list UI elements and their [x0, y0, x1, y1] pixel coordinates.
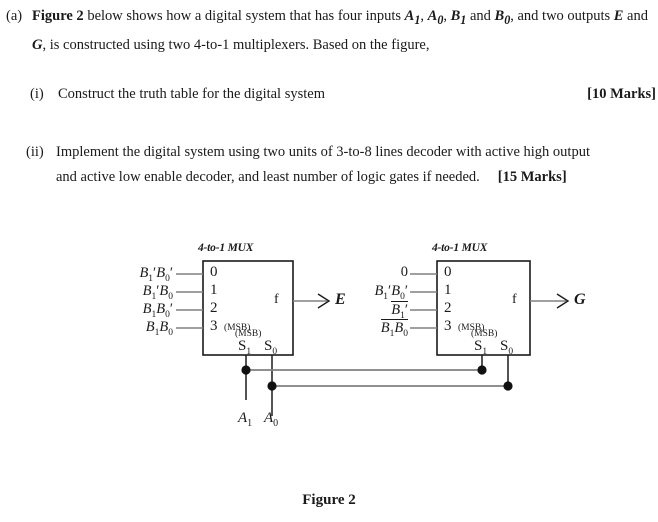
part-ii-body: Implement the digital system using two u… — [56, 140, 656, 190]
select-a1-sub: 1 — [247, 418, 253, 429]
expr-l2: B1B0′ — [142, 301, 173, 320]
figure-caption: Figure 2 — [302, 492, 356, 508]
circuit-svg — [176, 260, 570, 416]
expr-l1: B1′B0 — [142, 283, 173, 302]
mux-left-output-f: f — [274, 292, 279, 307]
mux-left-input-expr-2: B1B0′ — [95, 301, 173, 320]
mux-right-s0-letter: S — [500, 338, 509, 354]
figure-2-diagram: 4-to-1 MUX 0 1 2 3 (MSB) (MSB) S1 S0 f E… — [0, 228, 658, 458]
mux-left-select-s0: S0 — [264, 338, 277, 357]
mux-left-port-1: 1 — [210, 282, 218, 298]
arrow-head-g-icon — [556, 293, 570, 309]
part-a-text-2: , and two outputs — [510, 8, 614, 24]
part-ii-line-1: Implement the digital system using two u… — [56, 144, 590, 160]
mux-right-input-expr-1: B1′B0′ — [330, 283, 408, 302]
arrow-head-e-icon — [317, 293, 331, 309]
mux-right-port-2: 2 — [444, 300, 452, 316]
mux-left-port-2: 2 — [210, 300, 218, 316]
mux-right-port-0: 0 — [444, 264, 452, 280]
mux-left-select-s1: S1 — [238, 338, 251, 357]
mux-left-port-0: 0 — [210, 264, 218, 280]
mux-right-s1-sub: 1 — [482, 347, 488, 357]
mux-right-port3-msb-note: (MSB) — [458, 323, 485, 333]
mux-left-s0-sub: 0 — [272, 347, 278, 357]
mux-right-input-expr-3: B1B0 — [330, 319, 408, 340]
mux-right-s1-letter: S — [474, 338, 483, 354]
input-b0: B0 — [494, 8, 511, 27]
mux-right-input-expr-0: 0 — [330, 264, 408, 281]
part-ii-marker: (ii) — [26, 144, 44, 160]
expr-r1: B1′B0′ — [374, 283, 408, 302]
mux-left-port3-msb-note: (MSB) — [224, 323, 251, 333]
expr-r2-overline: B1′ — [391, 301, 408, 321]
mux-left-input-expr-3: B1B0 — [95, 319, 173, 338]
part-i-marks: [10 Marks] — [587, 86, 656, 102]
junction-dot-a0-left — [267, 381, 277, 391]
mux-left-title: 4-to-1 MUX — [198, 242, 254, 254]
expr-r3-overline: B1B0 — [380, 319, 408, 339]
mux-left-s1-letter: S — [238, 338, 247, 354]
part-ii-marks: [15 Marks] — [497, 169, 567, 185]
sep-2: , — [443, 8, 451, 24]
mux-left-s1-sub: 1 — [246, 347, 252, 357]
mux-right-box — [436, 260, 531, 356]
input-b1-sub: 1 — [460, 12, 467, 27]
part-i-body: Construct the truth table for the digita… — [58, 82, 656, 107]
part-a-text-3: and — [623, 8, 648, 24]
part-a-text-1: below shows how a digital system that ha… — [83, 8, 405, 24]
part-a-body: Figure 2 below shows how a digital syste… — [32, 4, 656, 58]
mux-right-select-s1: S1 — [474, 338, 487, 357]
mux-left-input-expr-1: B1′B0 — [95, 283, 173, 302]
junction-dot-a1-right — [477, 365, 487, 375]
select-a0-letter: A — [264, 410, 274, 426]
mux-left-box — [202, 260, 294, 356]
part-ii-line-2-row: and active low enable decoder, and least… — [56, 165, 656, 190]
question-part-a: (a) Figure 2 below shows how a digital s… — [6, 4, 656, 58]
junction-dot-a0-right — [503, 381, 513, 391]
part-a-text-4: , is constructed using two 4-to-1 multip… — [42, 36, 430, 53]
mux-right-port-1: 1 — [444, 282, 452, 298]
select-a1-letter: A — [238, 410, 248, 426]
mux-right-select-s0: S0 — [500, 338, 513, 357]
input-a0-sub: 0 — [437, 12, 444, 27]
part-i-marker: (i) — [30, 86, 44, 102]
expr-r0: 0 — [400, 264, 408, 280]
sep-3: and — [466, 8, 495, 24]
sep-1: , — [420, 8, 428, 24]
mux-right-title: 4-to-1 MUX — [432, 242, 488, 254]
output-label-g: G — [574, 291, 586, 308]
mux-right-select-msb-note: (MSB) — [471, 329, 498, 339]
mux-right-input-expr-2: B1′ — [330, 301, 408, 322]
figure-reference: Figure 2 — [32, 8, 84, 24]
mux-left-input-expr-0: B1′B0′ — [95, 265, 173, 284]
input-b1: B1 — [450, 8, 467, 27]
mux-left-port-3: 3 — [210, 318, 218, 334]
select-input-a0: A0 — [264, 410, 278, 429]
expr-l0: B1′B0′ — [139, 265, 173, 284]
input-b0-sub: 0 — [504, 12, 511, 27]
output-e-inline: E — [613, 8, 624, 24]
part-i-text: Construct the truth table for the digita… — [58, 86, 325, 102]
input-a0: A0 — [427, 8, 444, 27]
mux-right-port-3: 3 — [444, 318, 452, 334]
mux-left-select-msb-note: (MSB) — [235, 329, 262, 339]
mux-right-s0-sub: 0 — [508, 347, 514, 357]
select-a0-sub: 0 — [273, 418, 279, 429]
question-part-i: (i) Construct the truth table for the di… — [30, 82, 656, 107]
question-part-ii: (ii) Implement the digital system using … — [26, 140, 656, 190]
mux-right-output-f: f — [512, 292, 517, 307]
input-a1: A1 — [404, 8, 421, 27]
input-a1-sub: 1 — [414, 12, 421, 27]
part-a-marker: (a) — [6, 8, 23, 24]
expr-l3: B1B0 — [145, 319, 173, 338]
select-input-a1: A1 — [238, 410, 252, 429]
output-g-inline: G — [32, 36, 43, 53]
mux-left-s0-letter: S — [264, 338, 273, 354]
part-ii-line-2: and active low enable decoder, and least… — [56, 169, 480, 185]
output-label-e: E — [335, 291, 346, 308]
junction-dot-a1-left — [241, 365, 251, 375]
